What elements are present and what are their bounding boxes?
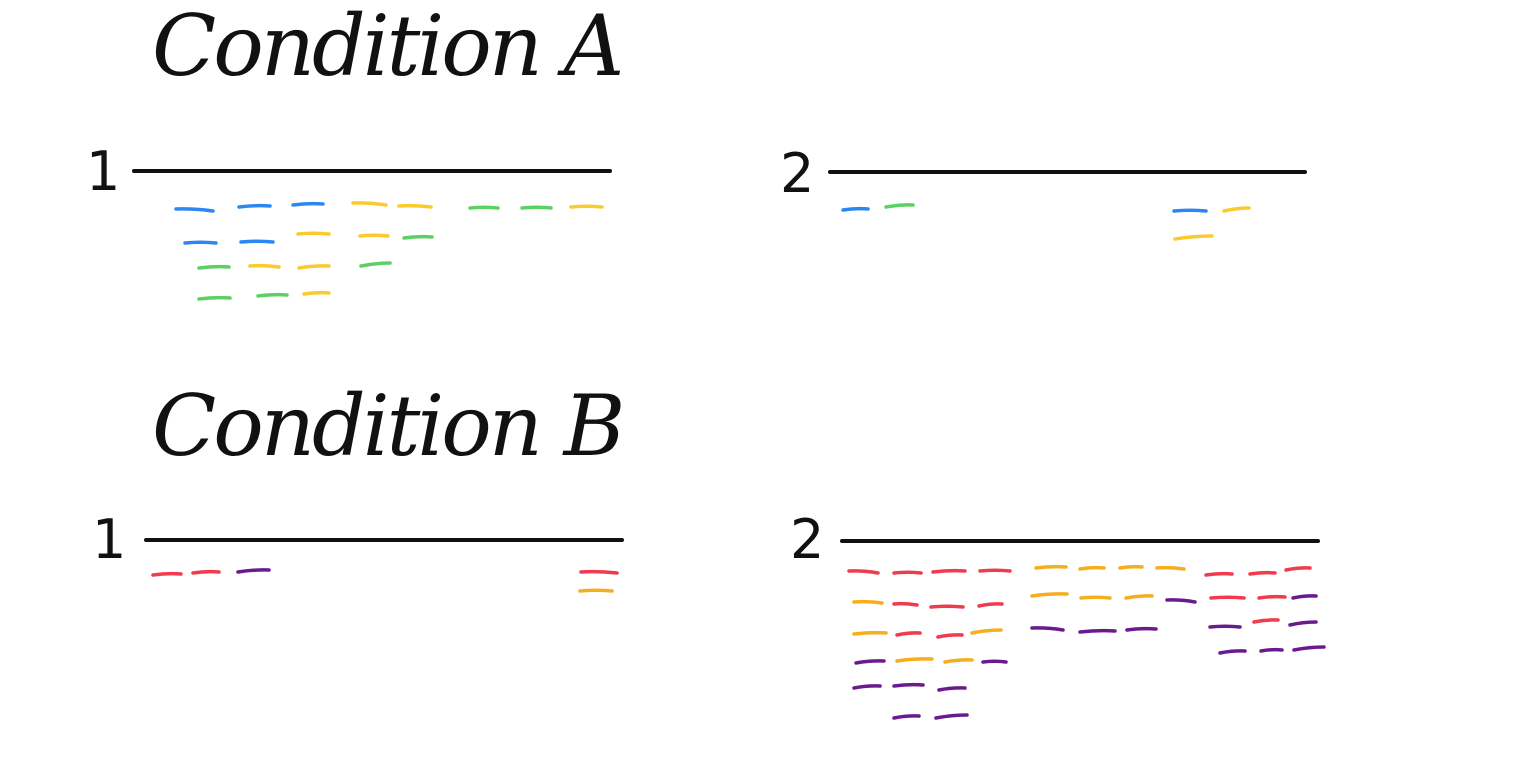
condition-b-panel-2-orange-dash-34	[895, 657, 934, 663]
condition-b-panel-2-purple-dash-37	[1218, 649, 1247, 655]
condition-b-panel-2-orange-dash-16	[1030, 592, 1069, 598]
condition-a-panel-1-yellow-dash-11	[296, 231, 331, 236]
condition-a-panel-2-green-dash-2	[884, 203, 915, 209]
condition-b-panel-1-red-dash-4	[579, 569, 619, 575]
condition-a-panel-1-yellow-dash-20	[302, 290, 331, 296]
condition-b-panel-2-orange-dash-17	[1079, 595, 1112, 600]
condition-b-panel-1-red-dash-2	[191, 569, 221, 575]
condition-b-panel-2-purple-dash-42	[937, 686, 967, 692]
condition-a-panel-1-yellow-dash-16	[297, 264, 331, 270]
condition-b-panel-1-label: 1	[92, 508, 126, 571]
condition-b-panel-2-purple-dash-38	[1259, 647, 1284, 653]
condition-a-panel-1-yellow-dash-8	[569, 204, 604, 209]
condition-a-panel-1-green-dash-17	[359, 261, 392, 268]
condition-b-panel-2-orange-dash-26	[970, 628, 1003, 635]
condition-b-panel-2-purple-dash-30	[1208, 624, 1242, 629]
condition-b-panel-2-orange-dash-7	[1118, 564, 1144, 570]
condition-b-panel-1-dashes	[151, 568, 619, 593]
condition-b-panel-2-orange-dash-23	[852, 630, 888, 636]
condition-b-panel-2-red-dash-13	[892, 601, 919, 607]
condition-a-panel-1-blue-dash-3	[291, 201, 325, 207]
condition-b-panel-2-purple-dash-27	[1030, 626, 1065, 632]
condition-a-panel-2-blue-dash-1	[841, 206, 870, 212]
condition-a-panel-1-green-dash-6	[468, 205, 500, 210]
condition-a-panel-1-green-dash-19	[256, 292, 289, 298]
condition-a-panel-1-dashes	[174, 201, 604, 301]
condition-b-panel-2-red-dash-10	[1248, 570, 1277, 576]
condition-a-panel-1-yellow-dash-12	[358, 233, 390, 238]
condition-a-panel-1-blue-dash-1	[174, 207, 215, 213]
condition-b-panel-2-purple-dash-40	[852, 684, 882, 690]
condition-b-panel-1-purple-dash-3	[236, 568, 271, 574]
condition-b-panel-2-red-dash-4	[978, 568, 1012, 573]
condition-a-panel-1-green-dash-7	[520, 205, 553, 210]
condition-a-panel-1-label: 1	[86, 140, 120, 203]
condition-b-panel-2-purple-dash-28	[1078, 628, 1117, 634]
condition-b-panel-2-purple-dash-36	[981, 659, 1008, 664]
condition-b-panel-2-red-dash-11	[1284, 566, 1312, 572]
condition-a-panel-2-yellow-dash-5	[1173, 234, 1214, 241]
condition-a-panel-1-blue-dash-2	[237, 203, 272, 209]
condition-a-panel-2-dashes	[841, 203, 1251, 241]
condition-a-panel-1-blue-dash-9	[183, 240, 218, 245]
condition-b-panel-2-purple-dash-41	[892, 682, 925, 688]
condition-b-panel-2-red-dash-20	[1209, 595, 1246, 600]
condition-b-panel-2-red-dash-9	[1204, 571, 1234, 577]
condition-a-panel-1-yellow-dash-15	[248, 263, 281, 269]
condition-a-panel-2-blue-dash-3	[1172, 208, 1208, 213]
condition-a-panel-1-blue-dash-10	[239, 239, 275, 244]
condition-b-panel-1-orange-dash-5	[578, 588, 614, 593]
condition-a-panel-2-label: 2	[780, 142, 814, 205]
condition-b-panel-2-orange-dash-12	[852, 599, 884, 605]
condition-b-panel-2-orange-dash-5	[1034, 564, 1068, 570]
condition-b-panel-2-purple-dash-39	[1292, 645, 1326, 652]
condition-b-panel-2-red-dash-3	[931, 568, 967, 574]
condition-a-panel-2-yellow-dash-4	[1222, 206, 1251, 213]
condition-a-panel-1-yellow-dash-5	[397, 203, 433, 209]
condition-b-panel-2-red-dash-2	[892, 570, 923, 575]
condition-b-panel-2-dashes	[847, 564, 1326, 720]
condition-b-panel-2-purple-dash-33	[854, 659, 886, 665]
condition-b-panel-2-purple-dash-19	[1165, 598, 1197, 604]
condition-b-panel-2-label: 2	[790, 508, 824, 571]
condition-b-title: Condition B	[152, 377, 623, 475]
condition-b-panel-2-red-dash-15	[977, 602, 1004, 608]
condition-a-panel-1-green-dash-14	[197, 264, 231, 270]
condition-b-panel-2-purple-dash-32	[1288, 620, 1318, 627]
condition-a-panel-1-yellow-dash-4	[351, 201, 388, 207]
condition-b-panel-2-orange-dash-6	[1078, 565, 1106, 571]
condition-b-panel-2-purple-dash-43	[892, 714, 921, 720]
condition-a-panel-1-green-dash-13	[402, 234, 434, 240]
condition-b-panel-2-purple-dash-29	[1125, 626, 1158, 632]
condition-b-panel-2-red-dash-25	[936, 633, 964, 639]
condition-b-panel-2-red-dash-14	[929, 604, 965, 609]
condition-b-panel-2-red-dash-1	[847, 569, 880, 575]
condition-a-title: Condition A	[152, 0, 621, 95]
condition-b-panel-2-orange-dash-18	[1124, 594, 1154, 600]
condition-b-panel-2-orange-dash-8	[1155, 565, 1186, 571]
condition-b-panel-2-purple-dash-44	[934, 713, 969, 720]
condition-b-panel-2-orange-dash-35	[943, 658, 974, 664]
condition-b-panel-2-red-dash-31	[1252, 618, 1280, 624]
condition-b-panel-2-red-dash-24	[895, 631, 922, 637]
condition-a-panel-1-green-dash-18	[197, 295, 232, 301]
condition-b-panel-2-purple-dash-22	[1291, 594, 1318, 600]
condition-b-panel-1-red-dash-1	[151, 571, 183, 577]
condition-b-panel-2-red-dash-21	[1257, 594, 1287, 600]
